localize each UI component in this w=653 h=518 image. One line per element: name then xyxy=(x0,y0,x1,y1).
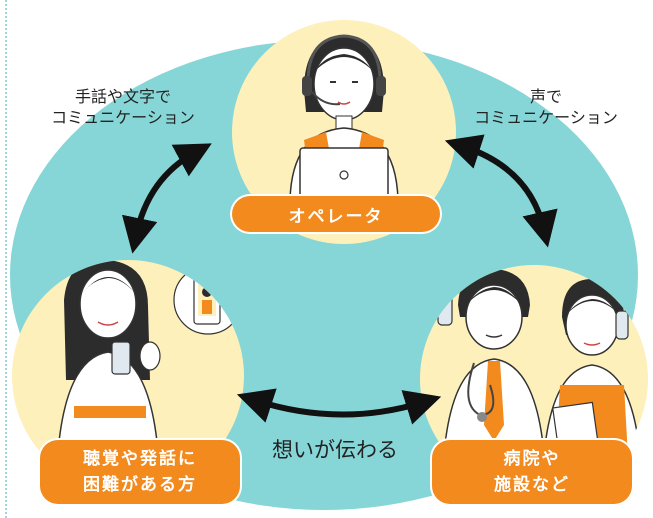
arrow-operator-hospital xyxy=(444,134,558,248)
feelings-conveyed-caption: 想いが伝わる xyxy=(272,438,398,462)
arrow-operator-user xyxy=(122,143,212,254)
voice-caption: 声で コミュニケーション xyxy=(474,87,618,127)
operator-illustration xyxy=(289,34,399,203)
dotted-border-line xyxy=(5,0,7,518)
arrow-user-hospital xyxy=(236,388,442,425)
user-label: 聴覚や発話に 困難がある方 xyxy=(40,440,240,504)
hospital-label: 病院や 施設など xyxy=(432,440,632,504)
operator-label: オペレータ xyxy=(232,196,440,232)
sign-language-caption: 手話や文字で コミュニケーション xyxy=(51,87,195,127)
